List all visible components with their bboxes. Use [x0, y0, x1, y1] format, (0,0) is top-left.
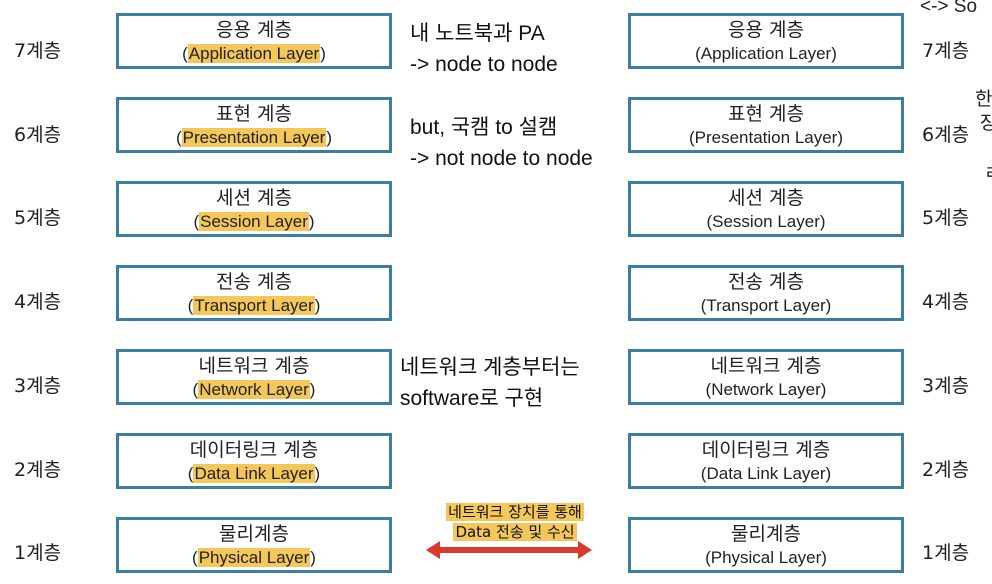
level-label-3: 3계층: [14, 375, 62, 397]
layer-box-session: 세션 계층 (Session Layer): [628, 181, 904, 237]
note-line: 네트워크 장치를 통해: [446, 503, 584, 521]
layer-box-network: 네트워크 계층 (Network Layer): [116, 349, 392, 405]
edge-fragment-2: 장: [980, 112, 992, 134]
layer-box-data-link: 데이터링크 계층 (Data Link Layer): [116, 433, 392, 489]
layer-name-ko: 전송 계층: [216, 271, 292, 293]
layer-name-en: (Network Layer): [192, 380, 316, 399]
layer-name-en: (Physical Layer): [192, 548, 316, 567]
layer-name-en: (Physical Layer): [705, 548, 827, 567]
note-line: software로 구현: [400, 387, 544, 410]
layer-name-ko: 응용 계층: [216, 19, 292, 41]
level-label-6: 6계층: [922, 124, 970, 146]
layer-name-ko: 표현 계층: [728, 103, 804, 125]
layer-name-en-highlight: Network Layer: [198, 380, 310, 399]
level-label-2: 2계층: [14, 459, 62, 481]
layer-box-session: 세션 계층 (Session Layer): [116, 181, 392, 237]
layer-name-ko: 네트워크 계층: [710, 355, 822, 377]
edge-fragment-1: 한: [975, 88, 992, 110]
layer-name-en: (Presentation Layer): [175, 128, 333, 147]
layer-name-ko: 물리계층: [731, 523, 801, 545]
layer-name-ko: 네트워크 계층: [198, 355, 310, 377]
level-label-1: 1계층: [14, 542, 62, 564]
layer-name-en: (Data Link Layer): [700, 464, 832, 483]
layer-name-en-highlight: Session Layer: [199, 212, 309, 231]
level-label-7: 7계층: [14, 40, 62, 62]
layer-box-presentation: 표현 계층 (Presentation Layer): [628, 97, 904, 153]
layer-name-en: (Presentation Layer): [688, 128, 844, 147]
level-label-2: 2계층: [922, 459, 970, 481]
layer-box-transport: 전송 계층 (Transport Layer): [116, 265, 392, 321]
layer-box-physical: 물리계층 (Physical Layer): [116, 517, 392, 573]
note-line: 네트워크 계층부터는: [400, 356, 580, 379]
layer-name-en: (Data Link Layer): [187, 464, 321, 483]
layer-name-en-highlight: Data Link Layer: [193, 464, 315, 483]
layer-name-en: (Session Layer): [706, 212, 826, 231]
layer-name-en-highlight: Transport Layer: [193, 296, 315, 315]
level-label-6: 6계층: [14, 124, 62, 146]
layer-name-en-highlight: Application Layer: [187, 44, 321, 63]
layer-box-presentation: 표현 계층 (Presentation Layer): [116, 97, 392, 153]
note-line: 내 노트북과 PA: [410, 22, 545, 45]
layer-name-ko: 응용 계층: [728, 19, 804, 41]
layer-box-transport: 전송 계층 (Transport Layer): [628, 265, 904, 321]
level-label-5: 5계층: [922, 207, 970, 229]
layer-name-en: (Transport Layer): [700, 296, 832, 315]
layer-name-ko: 세션 계층: [216, 187, 292, 209]
note-physical-transfer: 네트워크 장치를 통해 Data 전송 및 수신: [420, 502, 610, 542]
edge-fragment-3: ㄹ: [984, 158, 992, 185]
level-label-7: 7계층: [922, 40, 970, 62]
layer-box-physical: 물리계층 (Physical Layer): [628, 517, 904, 573]
note-line: -> not node to node: [410, 147, 593, 170]
layer-name-en: (Session Layer): [193, 212, 315, 231]
layer-name-en: (Transport Layer): [187, 296, 321, 315]
level-label-5: 5계층: [14, 207, 62, 229]
note-not-node-to-node: but, 국캠 to 설캠 -> not node to node: [410, 112, 593, 174]
layer-name-ko: 표현 계층: [216, 103, 292, 125]
layer-box-application: 응용 계층 (Application Layer): [116, 13, 392, 69]
layer-name-ko: 세션 계층: [728, 187, 804, 209]
level-label-4: 4계층: [922, 291, 970, 313]
layer-name-ko: 물리계층: [219, 523, 289, 545]
level-label-1: 1계층: [922, 542, 970, 564]
note-line: but, 국캠 to 설캠: [410, 116, 558, 139]
layer-name-ko: 데이터링크 계층: [701, 439, 831, 461]
layer-name-en: (Application Layer): [182, 44, 326, 63]
layer-name-ko: 전송 계층: [728, 271, 804, 293]
layer-name-en-highlight: Physical Layer: [197, 548, 311, 567]
edge-fragment-top: <-> So: [920, 0, 978, 17]
bidirectional-arrow: [426, 541, 592, 559]
layer-box-network: 네트워크 계층 (Network Layer): [628, 349, 904, 405]
level-label-3: 3계층: [922, 375, 970, 397]
layer-box-application: 응용 계층 (Application Layer): [628, 13, 904, 69]
layer-name-en: (Application Layer): [695, 44, 837, 63]
note-software: 네트워크 계층부터는 software로 구현: [400, 352, 580, 414]
note-line: -> node to node: [410, 53, 558, 76]
level-label-4: 4계층: [14, 291, 62, 313]
note-line: Data 전송 및 수신: [453, 523, 577, 541]
layer-name-en: (Network Layer): [705, 380, 827, 399]
note-node-to-node: 내 노트북과 PA -> node to node: [410, 18, 558, 80]
layer-box-data-link: 데이터링크 계층 (Data Link Layer): [628, 433, 904, 489]
layer-name-en-highlight: Presentation Layer: [181, 128, 327, 147]
layer-name-ko: 데이터링크 계층: [189, 439, 319, 461]
